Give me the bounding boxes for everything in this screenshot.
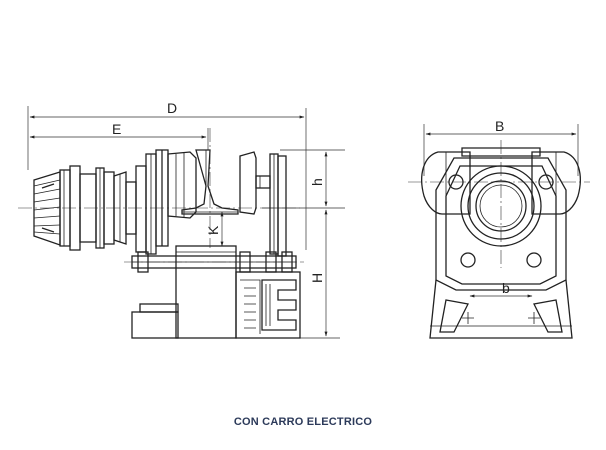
drawing-caption: CON CARRO ELECTRICO xyxy=(233,416,373,428)
dimension-B-label: B xyxy=(495,118,504,134)
side-view: D E h H K xyxy=(18,100,345,339)
dimension-e-label: E xyxy=(112,121,121,137)
dimension-h-total: H xyxy=(300,209,340,339)
bolt-hole-bottom-right xyxy=(526,252,542,268)
dimension-e: E xyxy=(29,121,209,150)
bolt-hole-top-right xyxy=(538,174,554,190)
dimension-h-label: h xyxy=(309,178,325,186)
motor-housing xyxy=(33,165,137,251)
dimension-b-label: b xyxy=(502,280,510,296)
dimension-k-label: K xyxy=(205,225,221,235)
dimension-h-upper: h xyxy=(262,149,345,209)
side-plate-left xyxy=(135,149,169,255)
bolt-hole-top-left xyxy=(448,174,464,190)
wheel-right xyxy=(239,151,271,215)
dimension-b-inner: b xyxy=(469,280,533,298)
dimension-d: D xyxy=(27,100,307,250)
dimension-d-label: D xyxy=(167,100,177,116)
dimension-H-label: H xyxy=(309,273,325,283)
side-plate-right xyxy=(269,153,287,257)
suspension-bolt xyxy=(124,251,304,273)
hoist-body xyxy=(131,245,301,339)
front-view: B b xyxy=(408,118,590,339)
front-hoist-body xyxy=(429,279,573,339)
bolt-hole-bottom-left xyxy=(460,252,476,268)
dimension-k: K xyxy=(205,211,232,247)
